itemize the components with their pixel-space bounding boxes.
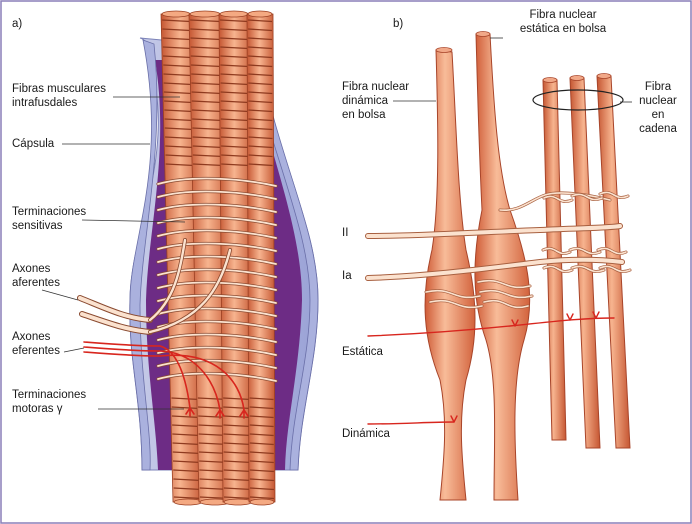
label-static-bag-fiber: Fibra nuclear estática en bolsa <box>503 8 623 36</box>
efferent-axons <box>83 341 249 419</box>
label-sensory-endings: Terminaciones sensitivas <box>12 205 86 233</box>
label-static-gamma: Estática <box>342 346 383 358</box>
label-chain-line1: Fibra <box>644 81 672 93</box>
label-group-Ia: Ia <box>342 270 352 282</box>
label-motor-endings: Terminaciones motoras γ <box>12 388 86 416</box>
label-chain-line4: cadena <box>639 123 677 135</box>
label-intrafusal-fibers: Fibras musculares intrafusdales <box>12 82 106 110</box>
primary-secondary-endings <box>424 191 632 309</box>
label-sensory-line1: Terminaciones <box>12 206 87 218</box>
static-gamma-axon <box>367 311 615 337</box>
leader-lines-a <box>41 96 186 410</box>
capsule-wall-left <box>129 39 158 471</box>
label-motor-line1: Terminaciones <box>12 389 87 401</box>
label-afferent-line2: aferentes <box>12 277 60 289</box>
label-efferent-line2: eferentes <box>12 345 60 357</box>
label-chain-line3: en <box>651 109 665 121</box>
leader-lines-b <box>393 37 632 103</box>
panel-a-tag: a) <box>12 18 23 30</box>
panel-a-spindle <box>77 10 319 506</box>
label-intrafusal-line1: Fibras musculares <box>12 83 106 95</box>
label-chain-fiber: Fibra nuclear en cadena <box>630 80 686 136</box>
label-static-bag-line2: estática en bolsa <box>519 23 607 35</box>
afferent-axons <box>77 238 232 335</box>
label-dynamic-bag-line3: en bolsa <box>342 109 386 121</box>
sensory-endings <box>156 176 278 383</box>
group-II-afferent <box>365 191 623 239</box>
label-afferent-axons: Axones aferentes <box>12 262 60 290</box>
label-dynamic-bag-fiber: Fibra nuclear dinámica en bolsa <box>342 80 409 122</box>
label-afferent-line1: Axones <box>12 263 51 275</box>
label-sensory-line2: sensitivas <box>12 220 63 232</box>
spiral-wraps-b <box>424 191 632 309</box>
label-intrafusal-line2: intrafusdales <box>12 97 78 109</box>
panel-b-fibers <box>365 31 632 501</box>
label-motor-line2: motoras γ <box>12 403 63 415</box>
dynamic-gamma-axon <box>367 415 458 425</box>
label-chain-line2: nuclear <box>639 95 677 107</box>
capsule-wall-right <box>245 47 319 471</box>
panel-b-tag: b) <box>393 18 404 30</box>
label-efferent-axons: Axones eferentes <box>12 330 60 358</box>
label-group-II: II <box>342 227 349 239</box>
chain-bundle-ring <box>532 89 624 111</box>
label-capsule: Cápsula <box>12 138 55 150</box>
group-Ia-afferent <box>365 256 625 281</box>
label-dynamic-bag-line1: Fibra nuclear <box>342 81 410 93</box>
spiral-wraps-a <box>156 176 278 383</box>
label-static-bag-line1: Fibra nuclear <box>529 9 597 21</box>
label-dynamic-gamma: Dinámica <box>342 428 390 440</box>
label-dynamic-bag-line2: dinámica <box>342 95 389 107</box>
label-efferent-line1: Axones <box>12 331 51 343</box>
